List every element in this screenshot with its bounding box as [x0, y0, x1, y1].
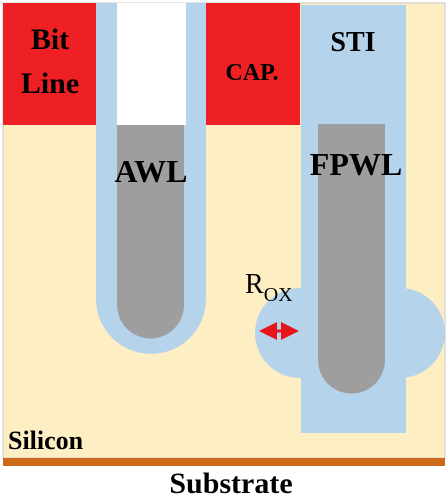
substrate-label: Substrate [169, 467, 292, 498]
capacitor-block [206, 3, 300, 125]
awl-label: AWL [115, 153, 188, 189]
awl-trench-opening [117, 3, 186, 125]
bit-line-block [3, 3, 96, 125]
cap-label: CAP. [225, 60, 278, 86]
silicon-label: Silicon [8, 426, 84, 455]
rox-label: ROX [245, 269, 293, 306]
fpwl-gate [318, 124, 385, 394]
fpwl-label: FPWL [310, 146, 402, 182]
bit-line-label-line1: Bit [31, 23, 69, 56]
awl-gate [117, 125, 184, 339]
substrate-line [3, 458, 445, 466]
bit-line-label-line2: Line [21, 67, 79, 100]
sti-label: STI [330, 27, 375, 58]
